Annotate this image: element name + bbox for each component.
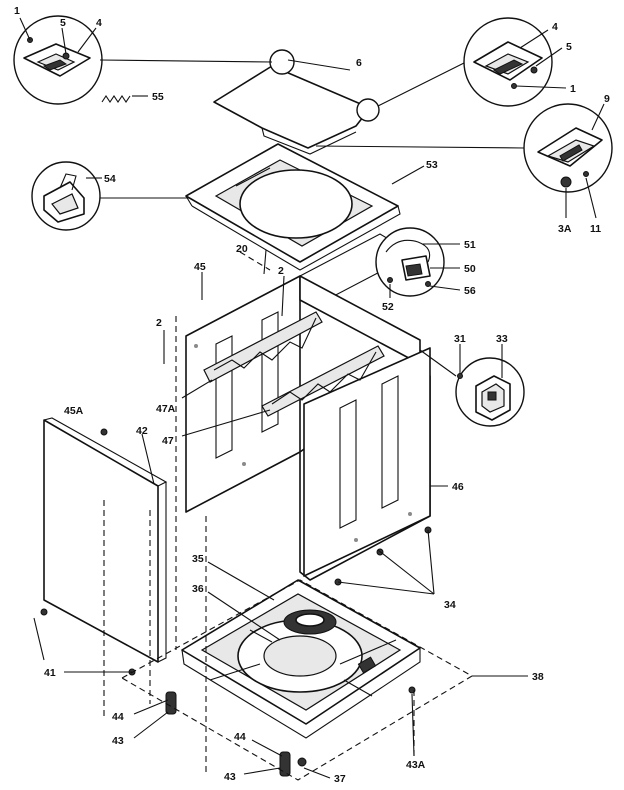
callout-36: 36 bbox=[192, 583, 204, 595]
cabinet-frame bbox=[185, 275, 431, 581]
callout-labels: 1 5 4 55 6 4 5 1 9 3A 11 54 53 51 50 56 … bbox=[14, 5, 610, 785]
callout-44-center: 44 bbox=[234, 731, 246, 743]
callout-53: 53 bbox=[426, 159, 438, 171]
hinge-detail-left bbox=[13, 15, 103, 105]
leader-lines bbox=[33, 249, 528, 779]
lid-part bbox=[99, 49, 471, 155]
callout-35: 35 bbox=[192, 553, 204, 565]
bracket-detail bbox=[419, 344, 525, 427]
callout-11: 11 bbox=[590, 223, 601, 235]
callout-43a: 43A bbox=[406, 759, 426, 771]
callout-52: 52 bbox=[382, 301, 394, 313]
base-part bbox=[181, 579, 421, 739]
callout-4-right: 4 bbox=[552, 21, 558, 33]
callout-3a: 3A bbox=[558, 223, 572, 235]
callout-5-right: 5 bbox=[566, 41, 572, 53]
callout-9: 9 bbox=[604, 93, 610, 105]
hinge-detail-right bbox=[463, 17, 567, 107]
callout-5: 5 bbox=[60, 17, 66, 29]
callout-34: 34 bbox=[444, 599, 456, 611]
callout-56: 56 bbox=[464, 285, 476, 297]
callout-42: 42 bbox=[136, 425, 148, 437]
callout-46: 46 bbox=[452, 481, 464, 493]
callout-45: 45 bbox=[194, 261, 206, 273]
callout-33: 33 bbox=[496, 333, 508, 345]
callout-47a: 47A bbox=[156, 403, 176, 415]
callout-44-left: 44 bbox=[112, 711, 124, 723]
callout-41: 41 bbox=[44, 667, 56, 679]
callout-37: 37 bbox=[334, 773, 346, 785]
leveling-legs bbox=[165, 526, 432, 777]
callout-1-right: 1 bbox=[570, 83, 576, 95]
callout-50: 50 bbox=[464, 263, 476, 275]
callout-2-left: 2 bbox=[156, 317, 162, 329]
callout-54: 54 bbox=[104, 173, 116, 185]
callout-2-upper: 2 bbox=[278, 265, 284, 277]
assembly-lines bbox=[103, 316, 474, 781]
callout-55: 55 bbox=[152, 91, 164, 103]
callout-31: 31 bbox=[454, 333, 466, 345]
latch-detail-right bbox=[315, 103, 613, 219]
callout-45a: 45A bbox=[64, 405, 84, 417]
top-cover-part bbox=[185, 143, 425, 299]
switch-detail bbox=[375, 227, 461, 298]
brace-parts bbox=[203, 311, 385, 417]
front-panel-part bbox=[40, 417, 168, 676]
callout-51: 51 bbox=[464, 239, 476, 251]
callout-43-left: 43 bbox=[112, 735, 124, 747]
callout-43-center: 43 bbox=[224, 771, 236, 783]
callout-47: 47 bbox=[162, 435, 174, 447]
callout-6: 6 bbox=[356, 57, 362, 69]
callout-38: 38 bbox=[532, 671, 544, 683]
latch-detail-left bbox=[31, 161, 196, 231]
callout-4: 4 bbox=[96, 17, 102, 29]
callout-1: 1 bbox=[14, 5, 20, 17]
callout-20: 20 bbox=[236, 243, 248, 255]
spring-part bbox=[101, 95, 148, 103]
